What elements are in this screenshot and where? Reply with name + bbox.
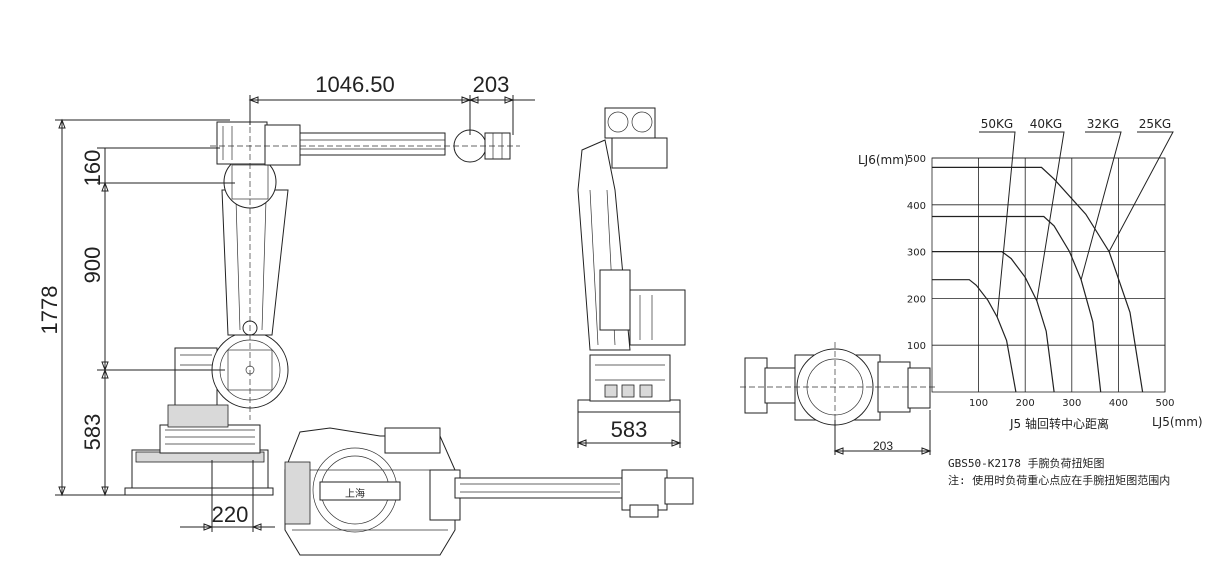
wrist-load-chart: 100 200 300 400 500 100 200 300 400 500 50KG 40KG 3…	[858, 117, 1203, 431]
callout-leader	[979, 131, 1016, 318]
load-curve-32kg	[932, 215, 1102, 393]
load-curve-40kg	[932, 251, 1055, 393]
load-curve-50kg	[932, 279, 1017, 393]
chart-caption-title: GBS50-K2178 手腕负荷扭矩图	[948, 456, 1104, 470]
dim-upper-arm: 900	[80, 247, 105, 284]
top-wrist	[621, 469, 668, 511]
x-tick-label: 400	[1109, 398, 1128, 409]
side-forearm-motor	[216, 121, 268, 165]
callout-leader	[1080, 131, 1122, 280]
y-tick-label: 100	[907, 341, 926, 352]
chart-ticks: 100 200 300 400 500 100 200 300 400 500	[907, 154, 1175, 409]
y-tick-label: 300	[907, 248, 926, 259]
chart-grid	[931, 157, 1166, 393]
wrist-flange-view: 203	[740, 342, 935, 455]
x-axis-caption: J5 轴回转中心距离	[1009, 416, 1109, 431]
callout-label: 50KG	[981, 117, 1013, 131]
chart-callouts: 50KG 40KG 32KG 25KG	[979, 117, 1174, 318]
top-motor	[319, 481, 401, 501]
x-tick-label: 500	[1155, 398, 1174, 409]
x-tick-label: 200	[1016, 398, 1035, 409]
side-motor	[174, 347, 218, 411]
callout-label: 40KG	[1030, 117, 1062, 131]
top-forearm	[454, 477, 626, 499]
chart-frame	[931, 157, 1166, 393]
y-tick-label: 500	[907, 154, 926, 165]
front-view-robot: 583	[576, 107, 686, 448]
front-base-plate	[577, 399, 681, 413]
front-wrist	[604, 107, 656, 139]
x-tick-label: 300	[1062, 398, 1081, 409]
callout-label: 25KG	[1139, 117, 1171, 131]
dim-reach: 1046.50	[315, 72, 395, 97]
side-upper-arm	[221, 189, 289, 336]
dim-total-height: 1778	[37, 286, 62, 335]
dim-arm-offset: 160	[80, 150, 105, 187]
dim-base-height: 583	[80, 414, 105, 451]
y-tick-label: 200	[907, 294, 926, 305]
x-tick-label: 100	[969, 398, 988, 409]
callout-leader	[1108, 131, 1174, 252]
load-curve-25kg	[932, 166, 1144, 393]
y-tick-label: 400	[907, 201, 926, 212]
callout-label: 32KG	[1087, 117, 1119, 131]
x-axis-label: LJ5(mm)	[1152, 415, 1203, 429]
front-motor	[629, 289, 686, 346]
side-view-robot	[124, 100, 520, 496]
side-forearm	[299, 132, 446, 156]
y-axis-label: LJ6(mm)	[858, 153, 909, 167]
dim-base-offset: 220	[212, 502, 249, 527]
top-view-robot: 上海	[284, 427, 694, 556]
dim-wrist: 203	[473, 72, 510, 97]
chart-series	[932, 166, 1144, 393]
side-turntable	[159, 424, 261, 454]
dim-wrist-offset: 203	[873, 439, 893, 453]
side-view-dimensions: 1046.50 203 1778 160 900 583 220	[37, 72, 535, 532]
chart-caption-note: 注: 使用时负荷重心点应在手腕扭矩图范围内	[948, 473, 1170, 487]
callout-leader	[1028, 131, 1065, 301]
svg-text:上海: 上海	[345, 487, 365, 500]
dim-front-base: 583	[611, 417, 648, 442]
